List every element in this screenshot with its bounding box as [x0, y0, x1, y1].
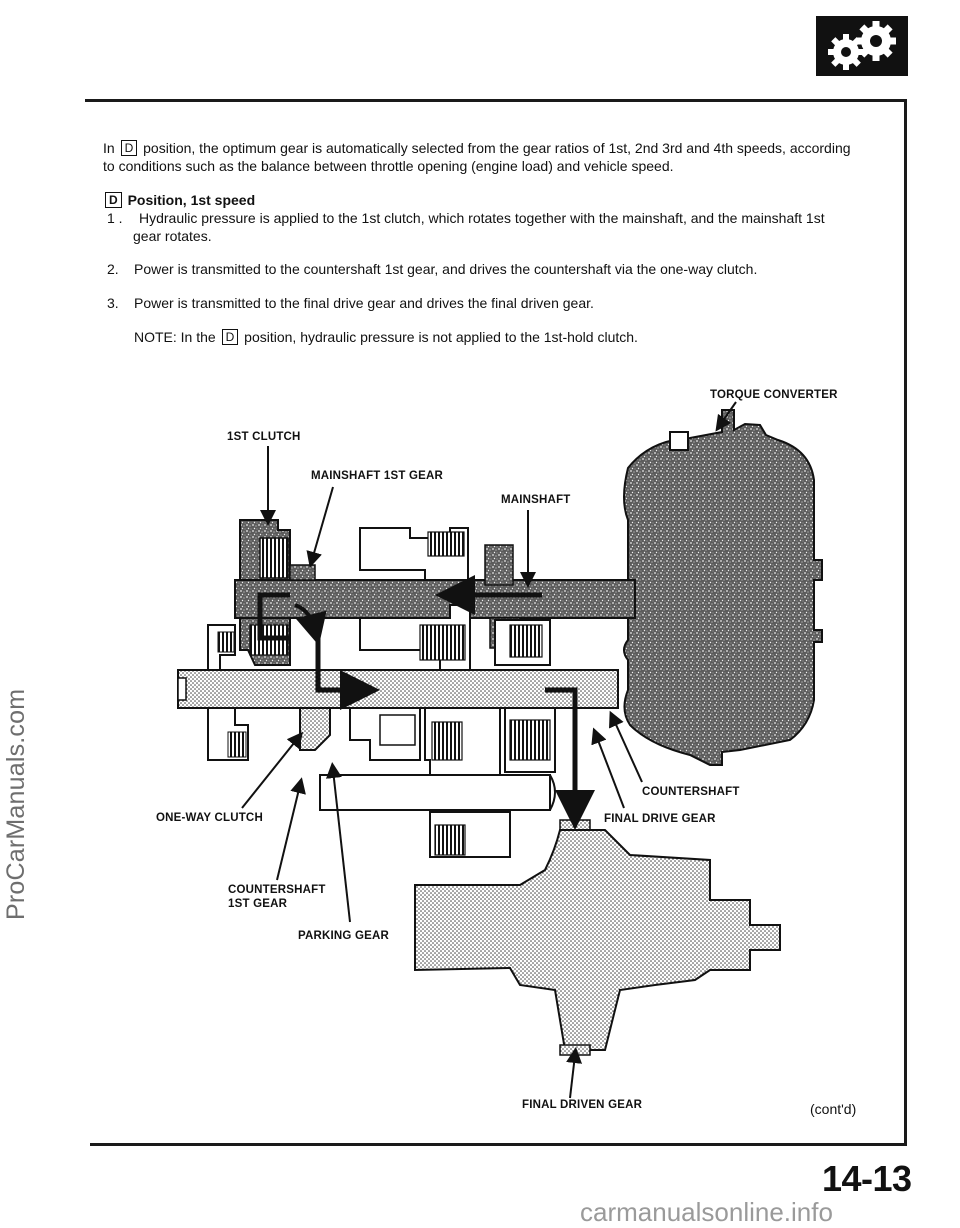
- d-position-symbol: D: [120, 140, 138, 156]
- note-text: position, hydraulic pressure is not appl…: [244, 329, 638, 345]
- note: NOTE: In the D position, hydraulic press…: [134, 328, 638, 347]
- label-1st-clutch: 1ST CLUTCH: [227, 431, 301, 443]
- intro-line-1: In D position, the optimum gear is autom…: [103, 139, 898, 158]
- label-torque-converter: TORQUE CONVERTER: [710, 389, 838, 401]
- label-final-driven-gear: FINAL DRIVEN GEAR: [522, 1099, 643, 1111]
- step-3-number: 3.: [107, 295, 119, 311]
- torque-converter-shape: [623, 409, 823, 766]
- page-number: 14-13: [822, 1158, 912, 1199]
- frame-bottom-rule: [90, 1143, 907, 1146]
- bottom-watermark: carmanualsonline.info: [580, 1197, 833, 1227]
- intro-line-1-text: position, the optimum gear is automatica…: [143, 140, 851, 156]
- step-1-text-cont: gear rotates.: [133, 228, 212, 244]
- section-heading-text: Position, 1st speed: [127, 192, 256, 208]
- frame-top-rule: [85, 99, 907, 102]
- label-countershaft: COUNTERSHAFT: [642, 786, 740, 798]
- step-2-text: Power is transmitted to the countershaft…: [134, 261, 758, 277]
- intro-prefix: In: [103, 140, 115, 156]
- label-countershaft-1st-gear-line1: COUNTERSHAFT: [228, 884, 326, 896]
- step-3-text: Power is transmitted to the final drive …: [134, 295, 594, 311]
- note-prefix: NOTE: In the: [134, 329, 216, 345]
- frame-right-rule: [904, 99, 907, 1146]
- label-final-drive-gear: FINAL DRIVE GEAR: [604, 813, 716, 825]
- differential-shape: [414, 829, 781, 1051]
- label-mainshaft: MAINSHAFT: [501, 494, 571, 506]
- intro-line-2: to conditions such as the balance betwee…: [103, 158, 674, 174]
- mainshaft-shape: [234, 579, 636, 619]
- section-heading: D Position, 1st speed: [103, 191, 255, 210]
- transmission-diagram: [150, 380, 870, 1130]
- continued-note: (cont'd): [810, 1101, 857, 1117]
- gears-icon: [816, 16, 908, 76]
- d-position-symbol: D: [105, 192, 122, 208]
- label-countershaft-1st-gear-line2: 1ST GEAR: [228, 898, 288, 910]
- label-parking-gear: PARKING GEAR: [298, 930, 389, 942]
- label-one-way-clutch: ONE-WAY CLUTCH: [156, 812, 263, 824]
- step-1-number: 1 .: [107, 210, 123, 226]
- step-1-text: Hydraulic pressure is applied to the 1st…: [139, 210, 825, 226]
- step-2-number: 2.: [107, 261, 119, 277]
- label-mainshaft-1st-gear: MAINSHAFT 1ST GEAR: [311, 470, 444, 482]
- d-position-symbol: D: [221, 329, 239, 345]
- side-watermark: ProCarManuals.com: [2, 688, 30, 920]
